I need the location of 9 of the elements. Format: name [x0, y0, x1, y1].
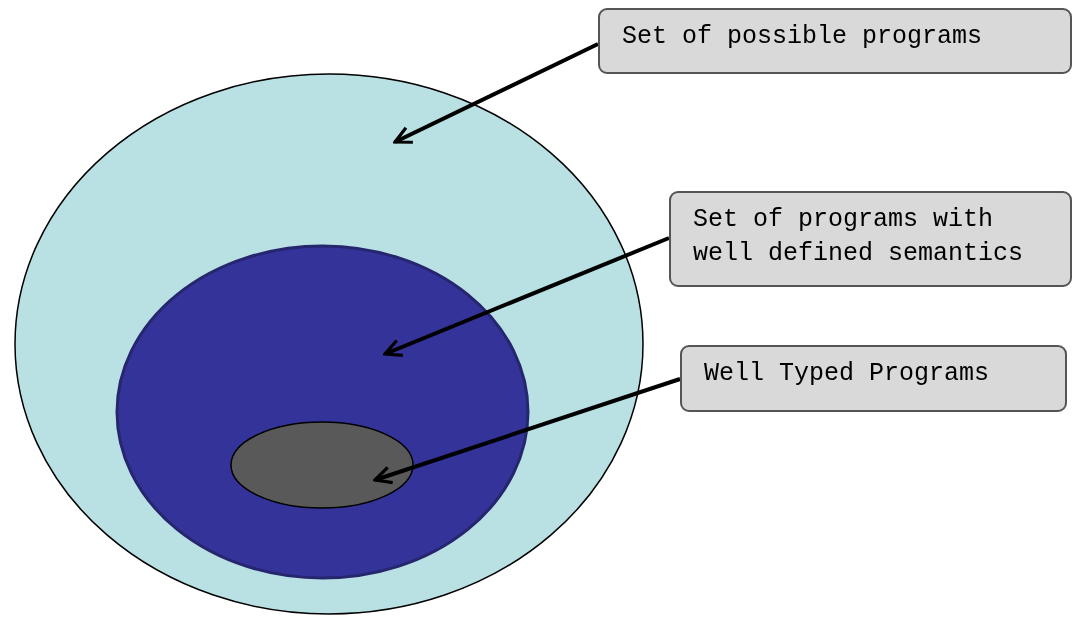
leader-arrow: [383, 236, 670, 357]
callout-text: Set of programs with well defined semantics: [693, 204, 1025, 270]
callout-text: Well Typed Programs: [704, 358, 991, 390]
callout-box: [598, 8, 1072, 74]
callout-text: Set of possible programs: [622, 21, 984, 53]
callout-box: [669, 191, 1072, 287]
callout-box: [680, 345, 1067, 412]
leader-arrow: [373, 377, 681, 485]
leader-arrow: [393, 42, 599, 144]
